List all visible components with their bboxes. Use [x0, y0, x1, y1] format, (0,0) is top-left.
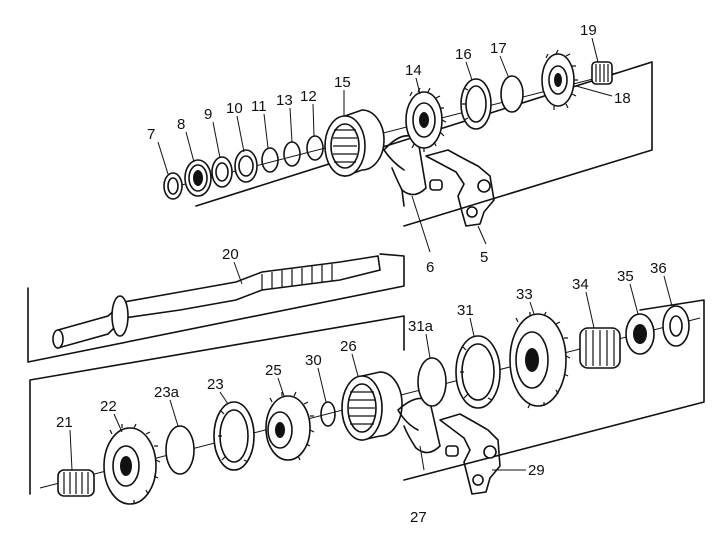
part-18-gear — [541, 49, 578, 110]
label-part-25: 25 — [265, 362, 282, 379]
label-part-22: 22 — [100, 398, 117, 415]
middle-panel-frame — [27, 253, 405, 363]
part-22-gear — [103, 423, 161, 505]
part-16-synchro-ring — [460, 78, 492, 130]
part-9-ring — [211, 156, 233, 188]
part-15-sleeve — [324, 109, 385, 178]
part-8-bearing — [184, 159, 212, 197]
part-5-selector — [425, 149, 495, 227]
label-part-13: 13 — [276, 92, 293, 109]
part-35-thrust-ring — [625, 313, 655, 355]
label-part-23a: 23a — [154, 384, 180, 401]
label-part-34: 34 — [572, 276, 589, 293]
part-30-snap-ring — [320, 401, 336, 427]
label-part-6: 6 — [426, 259, 434, 276]
part-36-washer — [662, 305, 690, 347]
part-25-gear — [265, 391, 315, 461]
label-part-14: 14 — [405, 62, 422, 79]
part-12-snap-ring — [306, 135, 324, 161]
part-callouts: 7 8 9 10 11 13 12 15 14 16 17 19 18 6 5 … — [56, 22, 667, 526]
part-34-needle-bearing — [579, 327, 621, 369]
part-17-snap-ring — [500, 75, 524, 113]
label-part-31a: 31a — [408, 318, 434, 335]
middle-panel — [27, 253, 405, 363]
part-26-sleeve — [341, 371, 403, 441]
part-33-gear — [509, 311, 571, 409]
part-20-mainshaft — [52, 255, 381, 350]
label-part-15: 15 — [334, 74, 351, 91]
label-part-20: 20 — [222, 246, 239, 263]
label-part-11: 11 — [251, 98, 267, 115]
label-part-31: 31 — [457, 302, 474, 319]
part-19-bearing — [591, 61, 613, 85]
part-13-snap-ring — [283, 141, 301, 167]
part-23-synchro-ring — [213, 401, 255, 471]
part-21-needle-bearing — [57, 469, 95, 497]
label-part-27: 27 — [410, 509, 427, 526]
part-27-shift-fork — [397, 397, 441, 454]
label-part-21: 21 — [56, 414, 73, 431]
label-part-26: 26 — [340, 338, 357, 355]
part-29-selector — [439, 413, 501, 495]
part-14-gear — [405, 87, 447, 152]
label-part-9: 9 — [204, 106, 212, 123]
bottom-panel — [29, 299, 705, 505]
label-part-30: 30 — [305, 352, 322, 369]
label-part-5: 5 — [480, 249, 488, 266]
top-panel — [163, 49, 653, 227]
leader-lines — [69, 37, 673, 471]
part-7-washer — [163, 172, 183, 200]
label-part-29: 29 — [528, 462, 545, 479]
part-23a-snap-ring — [165, 425, 195, 475]
label-part-18: 18 — [614, 90, 631, 107]
label-part-19: 19 — [580, 22, 597, 39]
part-11-snap-ring — [261, 147, 279, 173]
label-part-17: 17 — [490, 40, 507, 57]
label-part-23: 23 — [207, 376, 224, 393]
label-part-10: 10 — [226, 100, 243, 117]
label-part-16: 16 — [455, 46, 472, 63]
label-part-33: 33 — [516, 286, 533, 303]
label-part-7: 7 — [147, 126, 155, 143]
part-10-ring — [234, 149, 258, 183]
label-part-12: 12 — [300, 88, 317, 105]
label-part-36: 36 — [650, 260, 667, 277]
part-31a-snap-ring — [417, 357, 447, 407]
bottom-panel-frame-left — [29, 315, 405, 495]
label-part-35: 35 — [617, 268, 634, 285]
part-31-synchro-ring — [455, 335, 501, 409]
label-part-8: 8 — [177, 116, 185, 133]
part-6-shift-fork — [383, 134, 427, 207]
